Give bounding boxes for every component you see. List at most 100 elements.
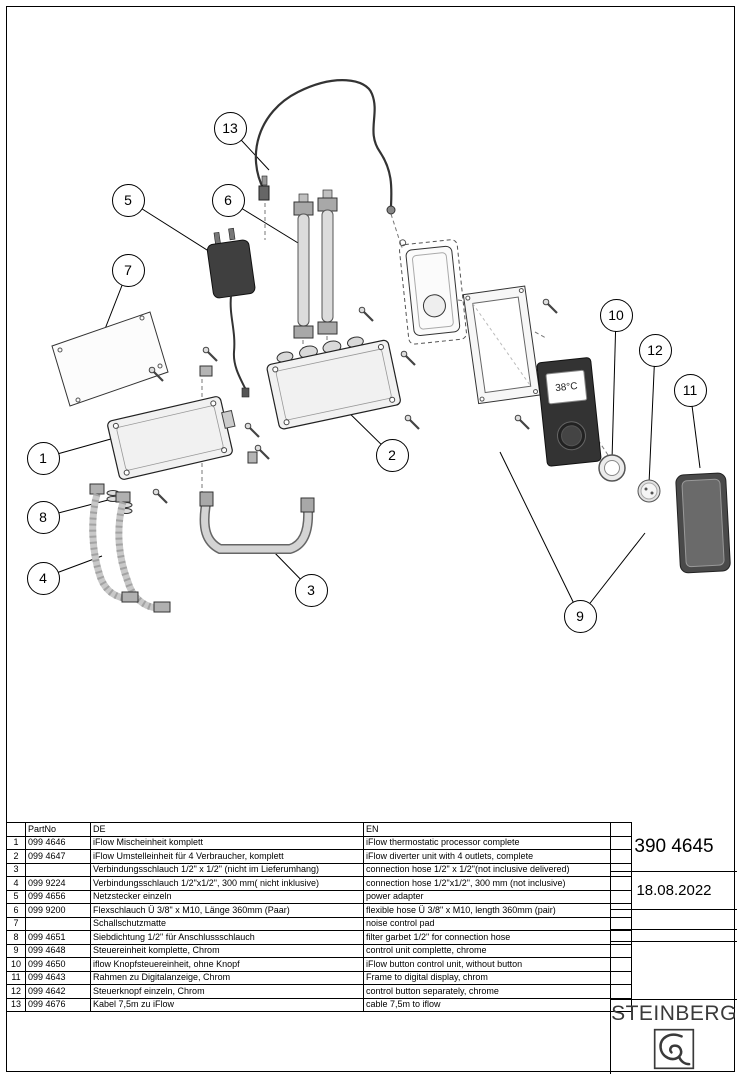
callout-7: 7	[111, 253, 145, 287]
cell-en: iFlow button control unit, without butto…	[363, 957, 632, 972]
cell-num: 1	[6, 835, 26, 850]
diverter-unit	[266, 336, 401, 430]
cell-de: Siebdichtung 1/2" für Anschlussschlauch	[90, 930, 364, 945]
cell-en: connection hose 1/2" x 1/2"(not inclusiv…	[363, 862, 632, 877]
brand-name: STEINBERG	[611, 1002, 737, 1025]
callout-10: 10	[599, 298, 633, 332]
screws	[148, 298, 558, 504]
cell-num: 3	[6, 862, 26, 877]
cell-num: 11	[6, 970, 26, 985]
table-header-row: PartNo DE EN	[6, 822, 632, 837]
cell-de: Steuereinheit komplette, Chrom	[90, 943, 364, 958]
adapter-plug	[241, 387, 250, 398]
screw-icon	[358, 306, 374, 322]
temperature-display: 38°C	[555, 381, 578, 394]
callout-12: 12	[638, 333, 672, 367]
table-row: 1 099 4646 iFlow Mischeinheit komplett i…	[6, 835, 632, 850]
table-row: 10 099 4650 iflow Knopfsteuereinheit, oh…	[6, 957, 632, 972]
cell-en: cable 7,5m to iflow	[363, 997, 632, 1012]
cell-de: iFlow Umstelleinheit für 4 Verbraucher, …	[90, 849, 364, 864]
table-row: 13 099 4676 Kabel 7,5m zu iFlow cable 7,…	[6, 997, 632, 1012]
cell-en: iFlow thermostatic processor complete	[363, 835, 632, 850]
cell-num: 13	[6, 997, 26, 1012]
cell-partno: 099 4642	[25, 984, 91, 999]
screw-icon	[514, 414, 530, 430]
callout-9: 9	[563, 599, 597, 633]
wall-bracket	[399, 239, 467, 345]
cell-num: 2	[6, 849, 26, 864]
callout-3: 3	[294, 573, 328, 607]
power-adapter	[206, 227, 256, 299]
brand-block: STEINBERG	[611, 1000, 737, 1074]
cell-partno	[25, 862, 91, 877]
table-row: 8 099 4651 Siebdichtung 1/2" für Anschlu…	[6, 930, 632, 945]
callout-1: 1	[26, 441, 60, 475]
screw-icon	[400, 350, 416, 366]
cell-partno: 099 4676	[25, 997, 91, 1012]
screw-icon	[542, 298, 558, 314]
coupling	[247, 451, 258, 464]
callout-5: 5	[111, 183, 145, 217]
cell-de: Schallschutzmatte	[90, 916, 364, 931]
cell-en: filter garbet 1/2" for connection hose	[363, 930, 632, 945]
screw-icon	[404, 414, 420, 430]
screw-icon	[244, 422, 260, 438]
col-header-en: EN	[363, 822, 632, 837]
cell-en: control button separately, chrome	[363, 984, 632, 999]
title-block: 390 4645 18.08.2022 STEINBERG	[610, 822, 737, 1074]
screw-icon	[152, 488, 168, 504]
cell-partno: 099 4651	[25, 930, 91, 945]
cell-partno	[25, 916, 91, 931]
cell-en: Frame to digital display, chrom	[363, 970, 632, 985]
table-row: 6 099 9200 Flexschlauch Ü 3/8" x M10, Lä…	[6, 903, 632, 918]
cell-num: 12	[6, 984, 26, 999]
cell-de: Verbindungsschlauch 1/2"x1/2", 300 mm( n…	[90, 876, 364, 891]
callout-2: 2	[375, 438, 409, 472]
coupling	[199, 365, 213, 377]
control-panel: 38°C	[536, 357, 602, 467]
cell-en: power adapter	[363, 889, 632, 904]
table-row: 3 Verbindungsschlauch 1/2" x 1/2" (nicht…	[6, 862, 632, 877]
mounting-frame	[462, 285, 541, 405]
cell-num: 9	[6, 943, 26, 958]
cell-de: Verbindungsschlauch 1/2" x 1/2" (nicht i…	[90, 862, 364, 877]
exploded-drawing: 38°C	[42, 79, 731, 617]
col-header-de: DE	[90, 822, 364, 837]
cell-num: 7	[6, 916, 26, 931]
cell-num: 8	[6, 930, 26, 945]
cell-de: iflow Knopfsteuereinheit, ohne Knopf	[90, 957, 364, 972]
cell-de: Kabel 7,5m zu iFlow	[90, 997, 364, 1012]
adapter-cord	[229, 295, 247, 391]
callout-6: 6	[211, 183, 245, 217]
cell-de: Netzstecker einzeln	[90, 889, 364, 904]
cell-en: iFlow diverter unit with 4 outlets, comp…	[363, 849, 632, 864]
table-row: 5 099 4656 Netzstecker einzeln power ada…	[6, 889, 632, 904]
cell-partno: 099 9224	[25, 876, 91, 891]
screw-icon	[254, 444, 270, 460]
table-row: 2 099 4647 iFlow Umstelleinheit für 4 Ve…	[6, 849, 632, 864]
button-control-ring	[598, 454, 626, 482]
cell-partno: 099 9200	[25, 903, 91, 918]
parts-table: PartNo DE EN 1 099 4646 iFlow Mischeinhe…	[6, 822, 632, 1012]
callout-8: 8	[26, 500, 60, 534]
control-button	[637, 479, 661, 503]
titleblock-empty-cell	[611, 930, 737, 942]
cell-en: control unit complette, chrome	[363, 943, 632, 958]
cell-num: 4	[6, 876, 26, 891]
callout-11: 11	[673, 373, 707, 407]
table-row: 4 099 9224 Verbindungsschlauch 1/2"x1/2"…	[6, 876, 632, 891]
col-header-partno: PartNo	[25, 822, 91, 837]
cell-partno: 099 4646	[25, 835, 91, 850]
table-row: 11 099 4643 Rahmen zu Digitalanzeige, Ch…	[6, 970, 632, 985]
titleblock-empty-cell	[611, 910, 737, 930]
cell-de: Flexschlauch Ü 3/8" x M10, Länge 360mm (…	[90, 903, 364, 918]
cell-partno: 099 4647	[25, 849, 91, 864]
callout-4: 4	[26, 561, 60, 595]
callout-13: 13	[213, 111, 247, 145]
drawing-number: 390 4645	[611, 822, 737, 872]
cell-num: 5	[6, 889, 26, 904]
cell-de: Steuerknopf einzeln, Chrom	[90, 984, 364, 999]
table-row: 12 099 4642 Steuerknopf einzeln, Chrom c…	[6, 984, 632, 999]
cell-partno: 099 4643	[25, 970, 91, 985]
